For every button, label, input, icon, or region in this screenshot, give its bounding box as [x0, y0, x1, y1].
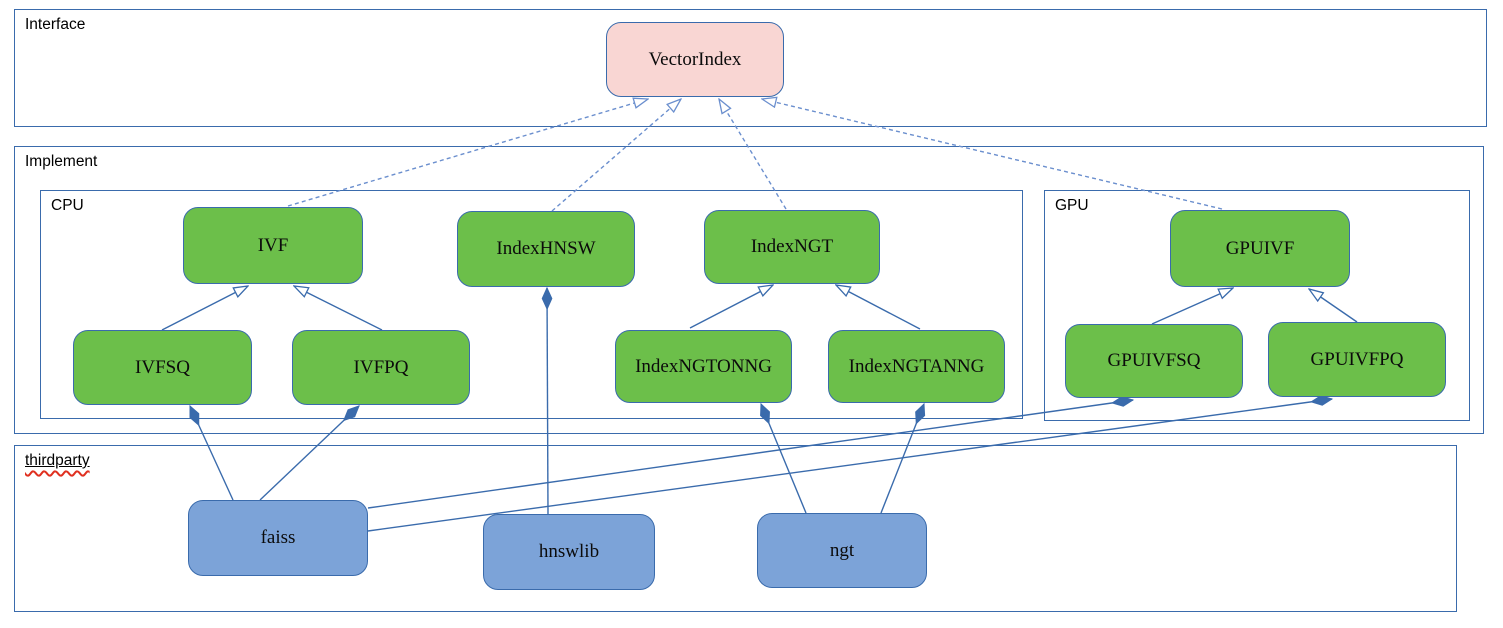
node-gpuivfpq[interactable]: GPUIVFPQ	[1268, 322, 1446, 397]
edge-gpuivfpq-gpuivf[interactable]	[1309, 289, 1358, 323]
node-indexngtonng[interactable]: IndexNGTONNG	[615, 330, 792, 403]
node-indexhnsw[interactable]: IndexHNSW	[457, 211, 635, 287]
node-indexhnsw-label: IndexHNSW	[496, 238, 596, 259]
node-indexngt[interactable]: IndexNGT	[704, 210, 880, 284]
node-faiss-label: faiss	[260, 527, 296, 548]
node-ngt-label: ngt	[829, 539, 855, 561]
node-gpuivfsq-label: GPUIVFSQ	[1107, 350, 1201, 371]
section-thirdparty[interactable]: thirdparty	[14, 445, 1457, 612]
node-vectorindex-label: VectorIndex	[648, 48, 742, 70]
node-gpuivf[interactable]: GPUIVF	[1170, 210, 1350, 287]
section-gpu[interactable]: GPU	[1044, 190, 1470, 421]
node-hnswlib[interactable]: hnswlib	[483, 514, 655, 590]
edge-hnswlib-indexhnsw[interactable]	[541, 286, 553, 515]
edge-gpuivfsq-gpuivf[interactable]	[1151, 288, 1233, 325]
node-ivfsq-label: IVFSQ	[135, 356, 190, 378]
node-gpuivfpq-label: GPUIVFPQ	[1310, 348, 1404, 370]
node-ivfpq[interactable]: IVFPQ	[292, 330, 470, 405]
node-gpuivf-label: GPUIVF	[1225, 237, 1295, 259]
node-ivfpq-label: IVFPQ	[353, 356, 409, 378]
section-implement[interactable]: Implement	[14, 146, 1484, 434]
edge-faiss-gpuivfpq[interactable]	[367, 395, 1334, 532]
node-vectorindex[interactable]: VectorIndex	[606, 22, 784, 97]
misspelled-word: thirdparty	[25, 452, 90, 469]
section-cpu-label: CPU	[51, 197, 84, 214]
edge-ivfsq-ivf[interactable]	[161, 286, 248, 331]
node-ivfsq[interactable]: IVFSQ	[73, 330, 252, 405]
section-interface-label: Interface	[25, 16, 86, 33]
edge-faiss-ivfpq[interactable]	[259, 405, 360, 501]
edge-indexngtanng-indexngt[interactable]	[836, 285, 921, 330]
edge-indexngtonng-indexngt[interactable]	[689, 285, 773, 329]
node-gpuivfsq[interactable]: GPUIVFSQ	[1065, 324, 1243, 398]
node-indexngtonng-label: IndexNGTONNG	[635, 355, 772, 377]
edge-faiss-ivfsq[interactable]	[189, 404, 234, 501]
edge-ivfpq-ivf[interactable]	[294, 286, 383, 331]
node-indexngtanng-label: IndexNGTANNG	[848, 355, 985, 377]
node-indexngt-label: IndexNGT	[750, 236, 834, 257]
node-hnswlib-label: hnswlib	[538, 541, 600, 562]
node-faiss[interactable]: faiss	[188, 500, 368, 576]
edge-gpuivf-vectorindex[interactable]	[762, 99, 1223, 210]
edge-indexhnsw-vectorindex[interactable]	[551, 99, 681, 212]
section-interface[interactable]: Interface	[14, 9, 1487, 127]
section-cpu[interactable]: CPU	[40, 190, 1023, 419]
section-implement-label: Implement	[25, 153, 98, 170]
edge-ivf-vectorindex[interactable]	[287, 99, 648, 207]
section-thirdparty-label: thirdparty	[25, 452, 90, 470]
node-indexngtanng[interactable]: IndexNGTANNG	[828, 330, 1005, 403]
node-ivf-label: IVF	[257, 234, 289, 256]
node-ivf[interactable]: IVF	[183, 207, 363, 284]
node-ngt[interactable]: ngt	[757, 513, 927, 588]
edge-ngt-indexngtonng[interactable]	[760, 402, 807, 514]
edge-indexngt-vectorindex[interactable]	[719, 99, 787, 210]
section-gpu-label: GPU	[1055, 197, 1089, 214]
edge-faiss-gpuivfsq[interactable]	[367, 396, 1135, 509]
